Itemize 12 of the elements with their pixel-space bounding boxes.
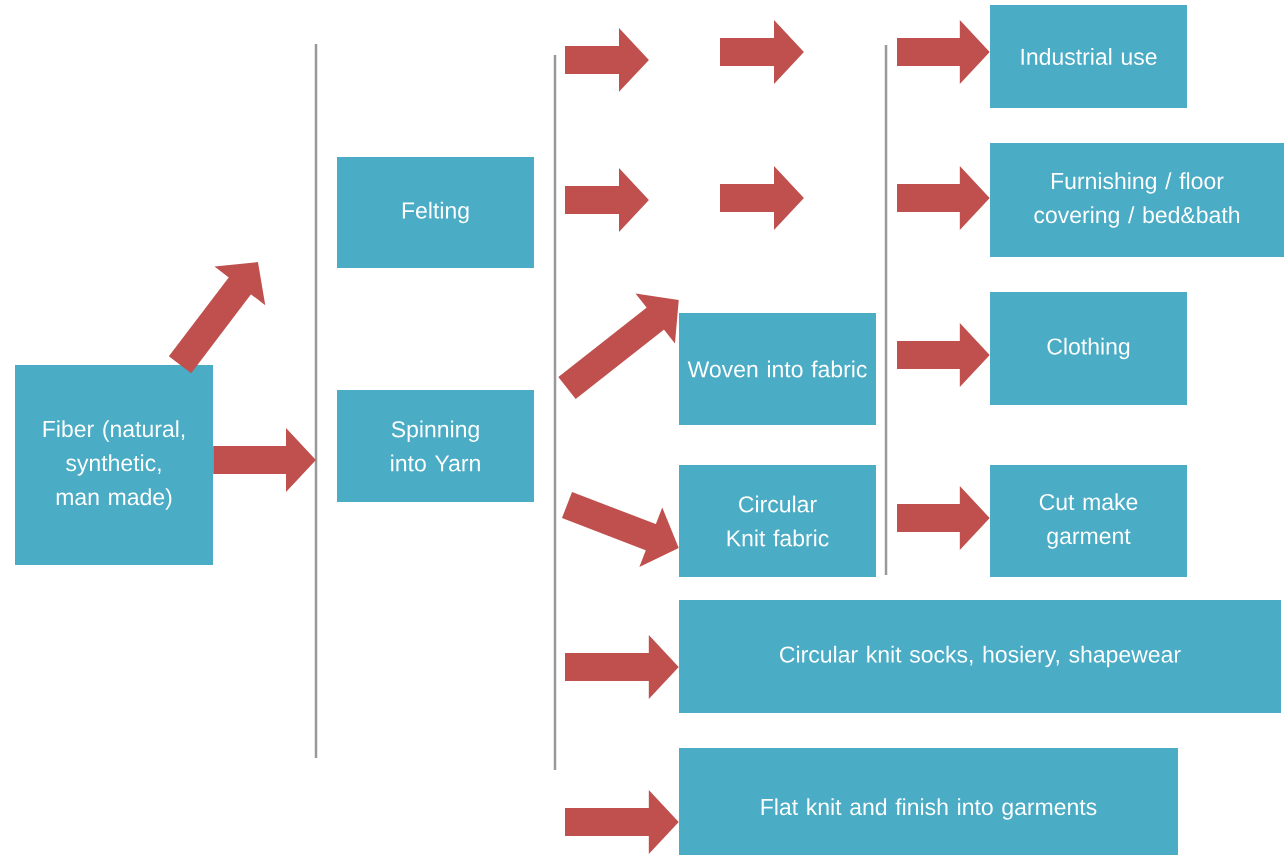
process-box: Woven into fabric [679, 313, 876, 425]
process-box: Cut make garment [990, 465, 1187, 577]
process-box: Furnishing / floor covering / bed&bath [990, 143, 1284, 257]
process-box: Clothing [990, 292, 1187, 405]
process-box: Circular Knit fabric [679, 465, 876, 577]
process-box: Industrial use [990, 5, 1187, 108]
process-box: Felting [337, 157, 534, 268]
process-box: Spinning into Yarn [337, 390, 534, 502]
process-box: Fiber (natural, synthetic, man made) [15, 365, 213, 565]
process-box: Flat knit and finish into garments [679, 748, 1178, 855]
process-box: Circular knit socks, hosiery, shapewear [679, 600, 1281, 713]
block-arrow [558, 293, 679, 399]
